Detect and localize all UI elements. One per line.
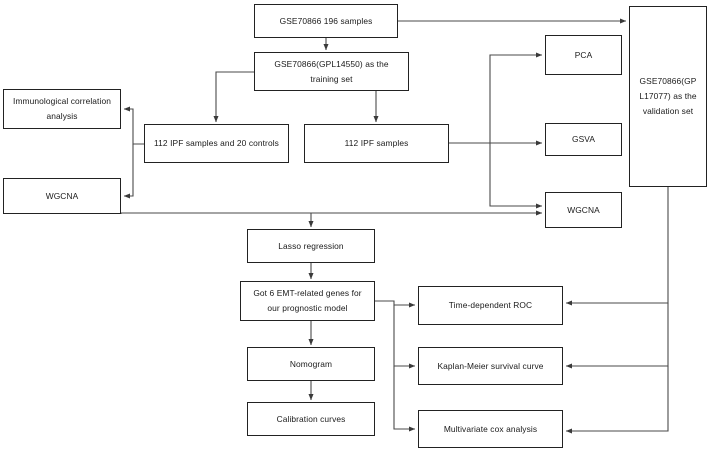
- node-label-roc: Time-dependent ROC: [448, 300, 533, 311]
- connector-ipf-to-pca: [449, 52, 543, 144]
- node-cox[interactable]: Multivariate cox analysis: [418, 410, 563, 448]
- node-emt_genes[interactable]: Got 6 EMT-related genes for our prognost…: [240, 281, 375, 321]
- node-label-pca: PCA: [574, 49, 593, 60]
- node-label-nomogram: Nomogram: [289, 358, 333, 369]
- node-nomogram[interactable]: Nomogram: [247, 347, 375, 381]
- node-label-km_curve: Kaplan-Meier survival curve: [437, 360, 544, 371]
- connector-wgcna-left-to-right: [120, 210, 543, 216]
- node-km_curve[interactable]: Kaplan-Meier survival curve: [418, 347, 563, 385]
- node-label-lasso: Lasso regression: [278, 240, 344, 251]
- node-wgcna_left[interactable]: WGCNA: [3, 178, 121, 214]
- node-roc[interactable]: Time-dependent ROC: [418, 286, 563, 325]
- connector-controls-to-wgcna-left: [123, 144, 134, 199]
- node-label-emt_genes: Got 6 EMT-related genes for our prognost…: [253, 288, 362, 313]
- connector-validation-to-cox: [565, 366, 669, 434]
- connector-emt-to-roc: [375, 300, 416, 308]
- node-label-gsva: GSVA: [571, 134, 596, 145]
- node-immuno_analysis[interactable]: Immunological correlation analysis: [3, 89, 121, 129]
- node-label-samples_controls: 112 IPF samples and 20 controls: [154, 138, 279, 149]
- node-label-cox: Multivariate cox analysis: [443, 423, 538, 434]
- node-wgcna_right[interactable]: WGCNA: [545, 192, 622, 228]
- node-label-immuno_analysis: Immunological correlation analysis: [13, 96, 111, 121]
- node-label-training_set: GSE70866(GPL14550) as the training set: [274, 58, 389, 84]
- node-dataset_all[interactable]: GSE70866 196 samples: [254, 4, 398, 38]
- node-label-wgcna_left: WGCNA: [45, 190, 79, 201]
- node-label-dataset_all: GSE70866 196 samples: [279, 15, 373, 26]
- connector-ipf-to-wgcna-right: [489, 143, 543, 209]
- node-samples_controls[interactable]: 112 IPF samples and 20 controls: [144, 124, 289, 163]
- node-training_set[interactable]: GSE70866(GPL14550) as the training set: [254, 52, 409, 91]
- connector-validation-to-km: [565, 303, 669, 369]
- node-label-ipf_samples: 112 IPF samples: [344, 138, 409, 149]
- node-calibration[interactable]: Calibration curves: [247, 402, 375, 436]
- node-validation_set[interactable]: GSE70866(GP L17077) as the validation se…: [629, 6, 707, 187]
- node-gsva[interactable]: GSVA: [545, 123, 622, 156]
- node-ipf_samples[interactable]: 112 IPF samples: [304, 124, 449, 163]
- connector-emt-to-cox: [393, 366, 416, 432]
- connector-controls-to-immuno: [123, 106, 144, 145]
- node-pca[interactable]: PCA: [545, 35, 622, 75]
- node-label-validation_set: GSE70866(GP L17077) as the validation se…: [639, 76, 697, 116]
- node-label-wgcna_right: WGCNA: [567, 204, 600, 215]
- connector-training-to-controls: [213, 71, 254, 123]
- connector-emt-to-km: [393, 305, 416, 369]
- node-lasso[interactable]: Lasso regression: [247, 229, 375, 263]
- node-label-calibration: Calibration curves: [276, 413, 346, 424]
